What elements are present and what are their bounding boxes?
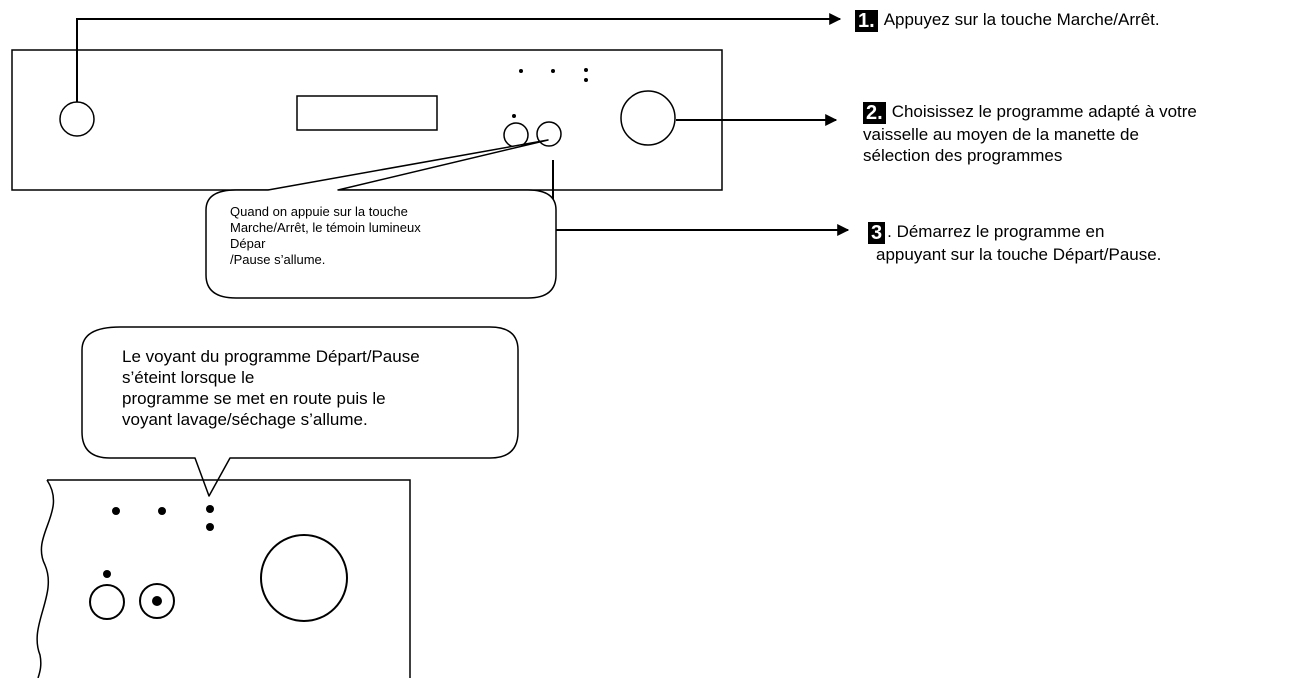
detail-start-pause-button[interactable] xyxy=(139,583,175,619)
detail-indicator-dot xyxy=(103,570,111,578)
detail-program-knob[interactable] xyxy=(260,534,348,622)
step-1-number: 1. xyxy=(855,10,878,32)
display-window xyxy=(296,95,438,131)
indicator-dot xyxy=(519,69,523,73)
start-pause-button[interactable] xyxy=(536,121,562,147)
detail-indicator-dot xyxy=(206,523,214,531)
step-1: 1. Appuyez sur la touche Marche/Arrêt. xyxy=(855,9,1160,32)
program-selector-knob[interactable] xyxy=(620,90,676,146)
step-3: 3. Démarrez le programme en appuyant sur… xyxy=(868,221,1161,265)
step-2-number: 2. xyxy=(863,102,886,124)
detail-function-button[interactable] xyxy=(89,584,125,620)
step-1-leader-arrow xyxy=(76,13,842,102)
callout-bubble-start-light xyxy=(205,139,557,299)
callout-start-light-text: Quand on appuie sur la touche Marche/Arr… xyxy=(230,204,421,268)
function-button[interactable] xyxy=(503,122,529,148)
detail-panel xyxy=(36,479,411,678)
detail-indicator-dot xyxy=(206,505,214,513)
detail-indicator-dot xyxy=(112,507,120,515)
callout-bubble-program-light xyxy=(81,326,519,497)
callout-program-light-line: programme se met en route puis le xyxy=(122,389,386,408)
step-2-text-line-1: Choisissez le programme adapté à votre xyxy=(891,102,1197,121)
callout-start-light-line: /Pause s’allume. xyxy=(230,252,326,267)
step-2-text-line-3: sélection des programmes xyxy=(863,146,1063,165)
step-2: 2. Choisissez le programme adapté à votre… xyxy=(863,101,1197,166)
step-3-text-line-2: appuyant sur la touche Départ/Pause. xyxy=(876,245,1162,264)
indicator-dot xyxy=(512,114,516,118)
callout-program-light-line: Le voyant du programme Départ/Pause xyxy=(122,347,420,366)
detail-start-pause-light xyxy=(152,596,162,606)
callout-start-light-line: Marche/Arrêt, le témoin lumineux xyxy=(230,220,421,235)
step-3-number: 3 xyxy=(868,222,886,244)
step-3-text-line-1: . Démarrez le programme en xyxy=(887,222,1105,241)
indicator-dot xyxy=(584,78,588,82)
step-1-text: Appuyez sur la touche Marche/Arrêt. xyxy=(883,10,1160,29)
indicator-dot xyxy=(584,68,588,72)
callout-program-light-line: voyant lavage/séchage s’allume. xyxy=(122,410,368,429)
callout-program-light-text: Le voyant du programme Départ/Pause s’ét… xyxy=(122,346,420,430)
step-3-leader-arrow xyxy=(552,160,850,236)
control-panel xyxy=(11,49,723,191)
callout-start-light-line: Quand on appuie sur la touche xyxy=(230,204,408,219)
step-2-text-line-2: vaisselle au moyen de la manette de xyxy=(863,125,1139,144)
detail-indicator-dot xyxy=(158,507,166,515)
callout-start-light-line: Dépar xyxy=(230,236,266,251)
indicator-dot xyxy=(551,69,555,73)
on-off-button[interactable] xyxy=(59,101,95,137)
callout-program-light-line: s’éteint lorsque le xyxy=(122,368,255,387)
